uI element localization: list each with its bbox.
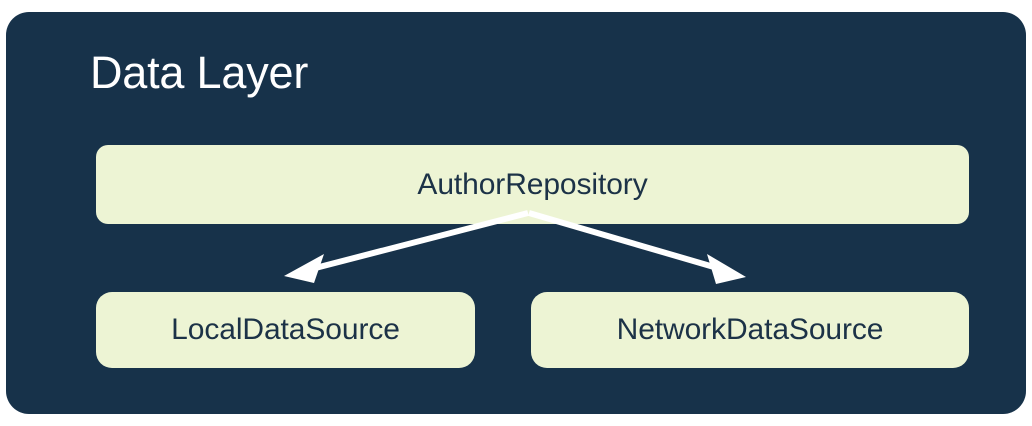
node-local-data-source-label: LocalDataSource (171, 313, 400, 346)
node-author-repository-label: AuthorRepository (417, 167, 648, 201)
data-layer-card: Data Layer AuthorRepository LocalDataSou… (6, 12, 1026, 414)
node-local-data-source[interactable]: LocalDataSource (96, 292, 475, 368)
node-network-data-source[interactable]: NetworkDataSource (531, 292, 969, 368)
node-author-repository[interactable]: AuthorRepository (96, 145, 969, 224)
node-network-data-source-label: NetworkDataSource (616, 313, 884, 346)
page-title: Data Layer (90, 47, 309, 98)
